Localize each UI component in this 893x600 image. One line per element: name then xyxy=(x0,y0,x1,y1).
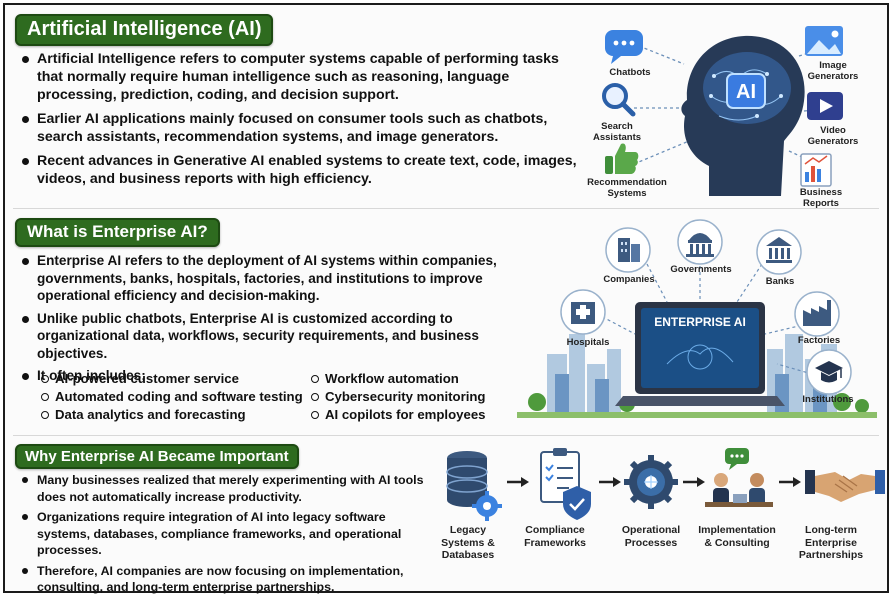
label-companies: Companies xyxy=(603,274,655,285)
why-bullet: Therefore, AI companies are now focusing… xyxy=(19,563,429,596)
includes-item: Data analytics and forecasting xyxy=(39,406,309,423)
label-hospitals: Hospitals xyxy=(566,337,610,348)
laptop-screen-title: ENTERPRISE AI xyxy=(654,315,746,329)
section-enterprise-ai: What is Enterprise AI? Enterprise AI ref… xyxy=(9,212,883,434)
why-bullet: Many businesses realized that merely exp… xyxy=(19,472,429,505)
ai-chip-label: AI xyxy=(736,81,756,103)
section-artificial-intelligence: Artificial Intelligence (AI) Artificial … xyxy=(9,8,883,209)
includes-item: AI copilots for employees xyxy=(309,406,509,423)
process-step-label: Legacy Systems & Databases xyxy=(441,524,495,561)
label-image-generators: Image Generators xyxy=(807,60,859,82)
enterprise-bullet: Unlike public chatbots, Enterprise AI is… xyxy=(19,310,539,363)
enterprise-ai-illustration: ENTERPRISE AI xyxy=(517,219,877,418)
magnifier-icon xyxy=(602,83,636,117)
includes-item: Automated coding and software testing xyxy=(39,388,309,405)
gears-icon xyxy=(624,455,678,509)
includes-item: AI-powered customer service xyxy=(39,370,309,387)
label-institutions: Institutions xyxy=(802,394,854,405)
government-dome-icon xyxy=(677,219,723,265)
ai-head-illustration: AI xyxy=(602,26,843,196)
section-title-enterprise-ai: What is Enterprise AI? xyxy=(15,218,220,247)
hospital-icon xyxy=(560,289,606,335)
section-divider xyxy=(13,435,879,436)
process-flow xyxy=(446,448,885,521)
label-recommendation-systems: Recommendation Systems xyxy=(587,177,667,199)
why-bullet-list: Many businesses realized that merely exp… xyxy=(19,472,429,600)
label-search-assistants: Search Assistants xyxy=(592,121,642,143)
report-chart-icon xyxy=(800,153,832,187)
process-step-label: Long-term Enterprise Partnerships xyxy=(798,524,864,561)
infographic-frame: Artificial Intelligence (AI) Artificial … xyxy=(3,3,889,594)
enterprise-bullet-list: Enterprise AI refers to the deployment o… xyxy=(19,252,539,390)
office-building-icon xyxy=(605,227,651,273)
ai-bullet: Artificial Intelligence refers to comput… xyxy=(19,50,579,104)
includes-list: AI-powered customer service Workflow aut… xyxy=(39,370,519,423)
meeting-icon xyxy=(705,448,773,507)
section-divider xyxy=(13,208,879,209)
includes-item: Cybersecurity monitoring xyxy=(309,388,509,405)
label-video-generators: Video Generators xyxy=(807,125,859,147)
process-step-label: Operational Processes xyxy=(621,524,681,549)
enterprise-bullet: Enterprise AI refers to the deployment o… xyxy=(19,252,539,305)
why-bullet: Organizations require integration of AI … xyxy=(19,509,429,559)
process-step-label: Implementation & Consulting xyxy=(698,524,776,549)
section-why-enterprise-ai: Why Enterprise AI Became Important Many … xyxy=(9,438,885,594)
video-play-icon xyxy=(807,92,843,120)
ai-bullet-list: Artificial Intelligence refers to comput… xyxy=(19,50,579,194)
label-chatbots: Chatbots xyxy=(609,67,651,78)
section-title-ai: Artificial Intelligence (AI) xyxy=(15,14,274,46)
factory-icon xyxy=(794,291,840,337)
ai-bullet: Recent advances in Generative AI enabled… xyxy=(19,152,579,188)
image-icon xyxy=(805,26,843,56)
ai-bullet: Earlier AI applications mainly focused o… xyxy=(19,110,579,146)
shield-check-icon xyxy=(563,486,591,520)
label-banks: Banks xyxy=(765,276,795,287)
gear-icon xyxy=(472,491,502,521)
graduation-cap-icon xyxy=(806,349,852,395)
handshake-icon xyxy=(805,470,885,502)
section-title-why-enterprise-ai: Why Enterprise AI Became Important xyxy=(15,444,299,469)
thumbs-up-icon xyxy=(605,143,639,174)
label-business-reports: Business Reports xyxy=(799,187,843,209)
label-factories: Factories xyxy=(797,335,841,346)
chat-bubble-icon xyxy=(605,30,643,64)
label-governments: Governments xyxy=(670,264,732,275)
includes-item: Workflow automation xyxy=(309,370,509,387)
database-icon xyxy=(446,451,488,507)
enterprise-bullet: It often includes: xyxy=(19,367,539,385)
bank-icon xyxy=(756,229,802,275)
process-step-label: Compliance Frameworks xyxy=(524,524,586,549)
